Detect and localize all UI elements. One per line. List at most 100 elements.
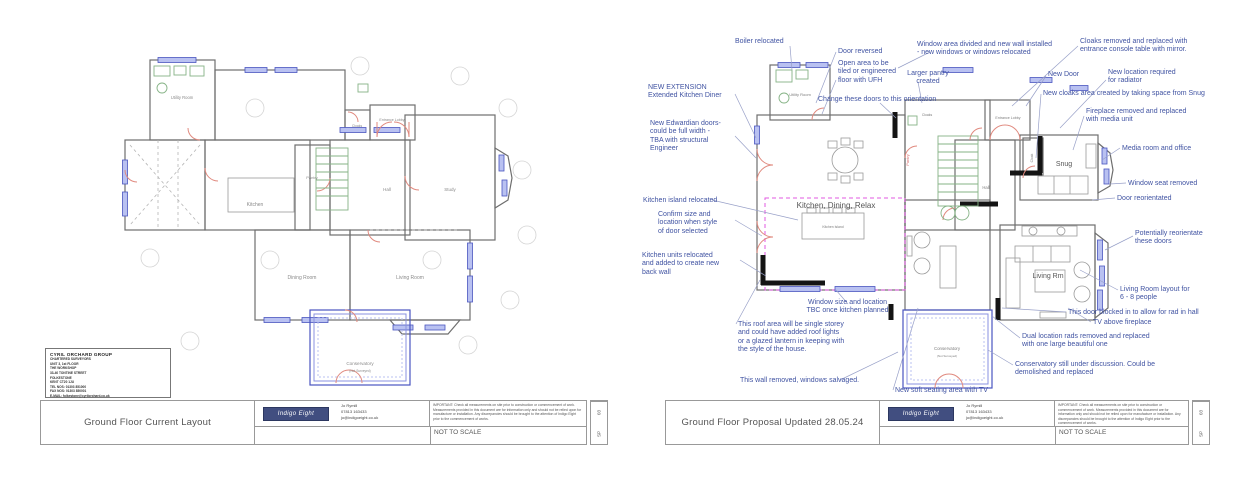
annotation-note: Confirm size and location when style of … — [658, 211, 718, 235]
scale-note: NOT TO SCALE — [1059, 429, 1107, 437]
scale-note: NOT TO SCALE — [434, 429, 482, 437]
annotation-note: New location required for radiator — [1108, 69, 1176, 85]
furniture — [227, 177, 295, 213]
room-label-conservatory-note: (Not Surveyed) — [937, 354, 957, 358]
annotation-note: New soft seating area with TV — [895, 387, 988, 394]
sheet-code: SP — [1198, 430, 1204, 437]
left-drawing-sheet: Utility Room Kitchen Pantry Hall Study E… — [40, 8, 608, 446]
proposal-floor-plan: Utility Room Cloaks Entrance Lobby Hall … — [711, 45, 1134, 391]
annotation-note: This wall removed, windows salvaged. — [740, 377, 860, 384]
annotation-note: Window area divided and new wall install… — [917, 41, 1053, 57]
door-swings — [756, 107, 1036, 389]
room-label-cloak: Cloak — [1030, 153, 1034, 162]
contact-email: jo@indigoeight.co.uk — [341, 415, 379, 420]
sheet-number: 03 — [1193, 401, 1209, 423]
title-block-right: Ground Floor Proposal Updated 28.05.24 I… — [665, 400, 1210, 445]
company-name: CYRIL ORCHARD GROUP — [50, 352, 113, 357]
annotation-note: Boiler relocated — [735, 38, 784, 45]
annotation-note: This door blocked in to allow for rad in… — [1068, 309, 1199, 316]
room-label-cloaks: Cloaks — [352, 124, 363, 128]
room-label-snug: Snug — [1056, 161, 1072, 168]
contact-details: Jo Rymill 07813 163433 jo@indigoeight.co… — [337, 401, 430, 427]
contact-name: Jo Rymill — [341, 403, 358, 408]
annotation-note: New cloaks area created by taking space … — [1043, 90, 1205, 97]
annotation-leader-lines — [711, 45, 1134, 391]
empty-cell — [255, 427, 431, 444]
surveyor-company-block: CYRIL ORCHARD GROUP CHARTERED SURVEYORS … — [45, 348, 171, 398]
annotation-note: Potentially reorientate these doors — [1135, 230, 1203, 246]
sheet-number: 03 — [591, 401, 607, 423]
annotation-note: New Edwardian doors- could be full width… — [650, 120, 721, 152]
annotation-note: Larger pantry created — [907, 70, 949, 86]
annotation-note: Kitchen units relocated and added to cre… — [642, 252, 720, 276]
annotation-note: Window seat removed — [1128, 180, 1198, 187]
room-label-hall: Hall — [982, 185, 989, 190]
indigo-eight-logo: Indigo Eight — [887, 406, 955, 421]
room-label-study: Study — [444, 187, 456, 192]
annotation-note: Open area to be tiled or engineered floo… — [838, 60, 896, 84]
annotation-note: Conservatory still under discussion. Cou… — [1015, 361, 1156, 377]
annotation-note: Living Room layout for 6 - 8 people — [1120, 286, 1190, 302]
current-layout-floor-plan: Utility Room Kitchen Pantry Hall Study E… — [122, 56, 537, 386]
annotation-note: Window size and location TBC once kitche… — [806, 299, 889, 315]
room-label-living: Living Rm — [1032, 273, 1063, 280]
contact-phone: 07813 163433 — [966, 409, 992, 414]
room-label-conservatory: Conservatory — [346, 361, 374, 366]
disclaimer-text: IMPORTANT: Check all measurements on sit… — [1058, 403, 1181, 426]
drawing-title: Ground Floor Current Layout — [41, 401, 255, 444]
room-label-pantry: Pantry — [306, 175, 318, 180]
room-label-living: Living Room — [396, 275, 424, 281]
contact-email: jo@indigoeight.co.uk — [966, 415, 1004, 420]
room-label-entrance-lobby: Entrance Lobby — [379, 118, 404, 122]
room-labels: Utility Room Kitchen Pantry Hall Study E… — [171, 95, 457, 373]
room-label-kitchen-island: Kitchen Island — [822, 225, 843, 229]
annotation-note: NEW EXTENSION Extended Kitchen Diner — [648, 84, 722, 100]
stairs-and-fittings — [775, 69, 979, 221]
room-label-pantry: Pantry — [905, 154, 910, 166]
sheet-number-strip: 03 SP — [1192, 400, 1210, 445]
right-drawing-sheet: Utility Room Cloaks Entrance Lobby Hall … — [640, 8, 1215, 446]
dashed-ceiling-lines — [129, 140, 460, 231]
room-label-kitchen: Kitchen — [247, 202, 264, 208]
conservatory-outline — [902, 309, 993, 389]
conservatory-outline — [309, 309, 411, 386]
indigo-eight-logo: Indigo Eight — [262, 406, 330, 421]
contact-phone: 07813 163433 — [341, 409, 367, 414]
walls — [124, 59, 513, 335]
annotation-note: TV above fireplace — [1093, 319, 1152, 326]
windows — [122, 57, 508, 331]
room-label-conservatory: Conservatory — [934, 346, 961, 351]
room-labels: Utility Room Cloaks Entrance Lobby Hall … — [789, 92, 1072, 358]
door-swings — [124, 111, 420, 384]
annotation-note: New Door — [1048, 71, 1080, 78]
annotation-note: This roof area will be single storey and… — [738, 321, 845, 353]
annotation-note: Media room and office — [1122, 145, 1192, 152]
annotation-note: Kitchen island relocated — [643, 197, 718, 204]
room-label-entrance-lobby: Entrance Lobby — [995, 116, 1020, 120]
annotation-note: Cloaks removed and replaced with entranc… — [1080, 38, 1188, 54]
drawing-title: Ground Floor Proposal Updated 28.05.24 — [666, 401, 880, 444]
contact-name: Jo Rymill — [966, 403, 983, 408]
room-label-utility: Utility Room — [171, 95, 194, 100]
annotation-note: Fireplace removed and replaced with medi… — [1086, 108, 1187, 124]
annotation-note: Change these doors to this orientation — [818, 96, 937, 103]
annotation-note: Door reorientated — [1117, 195, 1172, 202]
dimension-bubbles — [140, 56, 537, 355]
room-label-hall: Hall — [383, 187, 391, 192]
kitchen-zone-highlight — [764, 197, 906, 291]
room-label-conservatory-note: (Not Surveyed) — [349, 369, 370, 373]
stairs-and-fittings — [153, 65, 369, 211]
empty-cell — [880, 427, 1056, 444]
annotation-note: Door reversed — [838, 48, 883, 55]
annotation-note: Dual location rads removed and replaced … — [1022, 333, 1150, 349]
room-label-dining: Dining Room — [288, 275, 317, 281]
contact-details: Jo Rymill 07813 163433 jo@indigoeight.co… — [962, 401, 1055, 427]
furniture — [801, 137, 1097, 319]
new-walls — [760, 112, 1043, 320]
sheet-number-strip: 03 SP — [590, 400, 608, 445]
room-label-cloaks: Cloaks — [922, 113, 933, 117]
title-block-left: Ground Floor Current Layout Indigo Eight… — [40, 400, 608, 445]
room-label-utility: Utility Room — [789, 92, 811, 97]
disclaimer-text: IMPORTANT: Check all measurements on sit… — [433, 403, 582, 421]
